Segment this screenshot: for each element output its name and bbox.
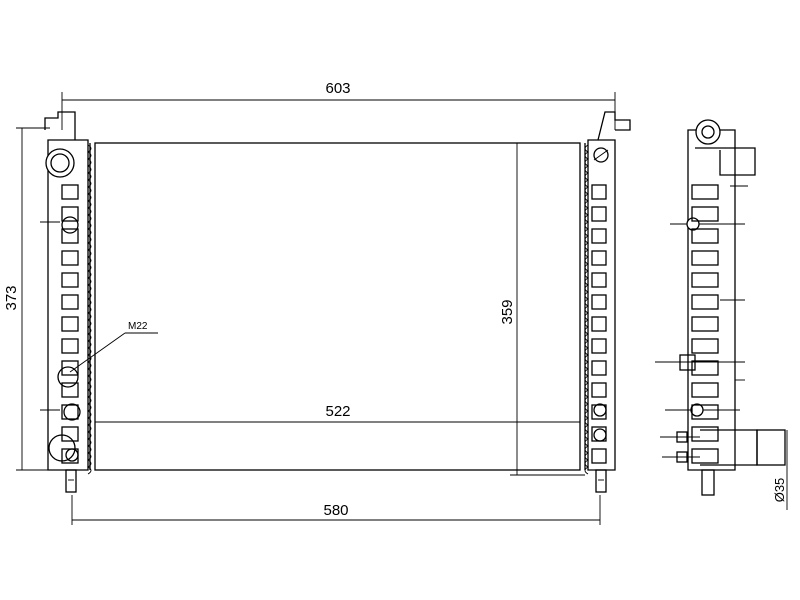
side-tank-segment bbox=[691, 272, 719, 288]
left-tank-segment bbox=[61, 360, 79, 376]
right-tank-segment bbox=[591, 316, 607, 332]
side-tank-segment bbox=[691, 426, 719, 442]
dimension-522: 522 bbox=[95, 403, 580, 423]
side-tank-segment bbox=[691, 184, 719, 200]
right-tank-segment bbox=[591, 448, 607, 464]
right-tank-segment bbox=[591, 404, 607, 420]
left-fin-edge bbox=[87, 144, 92, 475]
right-tank bbox=[587, 111, 631, 493]
dimension-373: 373 bbox=[3, 127, 50, 471]
left-tank-segment bbox=[61, 184, 79, 200]
left-tank-segment bbox=[61, 272, 79, 288]
side-tank-segment bbox=[691, 250, 719, 266]
dim-label-522: 522 bbox=[325, 403, 350, 420]
dimension-359: 359 bbox=[499, 143, 585, 476]
tank-fins bbox=[61, 144, 719, 475]
dim-label-603: 603 bbox=[325, 80, 350, 97]
left-tank-segment bbox=[61, 448, 79, 464]
side-tank-segment bbox=[691, 294, 719, 310]
side-tank-segment bbox=[691, 206, 719, 222]
dim-label-580: 580 bbox=[323, 502, 348, 519]
right-tank-segment bbox=[591, 272, 607, 288]
side-tank-segment bbox=[691, 404, 719, 420]
left-tank-segment bbox=[61, 294, 79, 310]
side-tank-segment bbox=[691, 316, 719, 332]
dimension-603: 603 bbox=[61, 80, 616, 130]
left-tank-segment bbox=[61, 338, 79, 354]
side-view: Ø35 bbox=[655, 119, 788, 510]
right-tank-segment bbox=[591, 206, 607, 222]
thread-label: M22 bbox=[128, 321, 148, 332]
right-tank-segment bbox=[591, 360, 607, 376]
right-tank-segment bbox=[591, 184, 607, 200]
left-tank-segment bbox=[61, 206, 79, 222]
left-tank-segment bbox=[61, 316, 79, 332]
dimension-580: 580 bbox=[71, 495, 601, 525]
right-tank-segment bbox=[591, 294, 607, 310]
left-tank-segment bbox=[61, 382, 79, 398]
side-tank-segment bbox=[691, 228, 719, 244]
left-tank-segment bbox=[61, 250, 79, 266]
left-tank-segment bbox=[61, 228, 79, 244]
right-tank-segment bbox=[591, 228, 607, 244]
left-tank bbox=[40, 111, 89, 493]
right-tank-segment bbox=[591, 250, 607, 266]
left-tank-segment bbox=[61, 426, 79, 442]
outlet-diameter-label: Ø35 bbox=[772, 478, 787, 503]
right-tank-segment bbox=[591, 382, 607, 398]
side-tank-segment bbox=[691, 360, 719, 376]
left-tank-segment bbox=[61, 404, 79, 420]
dim-label-359: 359 bbox=[499, 299, 516, 324]
side-tank-segment bbox=[691, 382, 719, 398]
side-tank-segment bbox=[691, 448, 719, 464]
right-fin-edge bbox=[584, 144, 589, 475]
side-tank-segment bbox=[691, 338, 719, 354]
right-tank-segment bbox=[591, 426, 607, 442]
right-tank-segment bbox=[591, 338, 607, 354]
thread-callout: M22 bbox=[69, 321, 158, 373]
dim-label-373: 373 bbox=[3, 285, 20, 310]
